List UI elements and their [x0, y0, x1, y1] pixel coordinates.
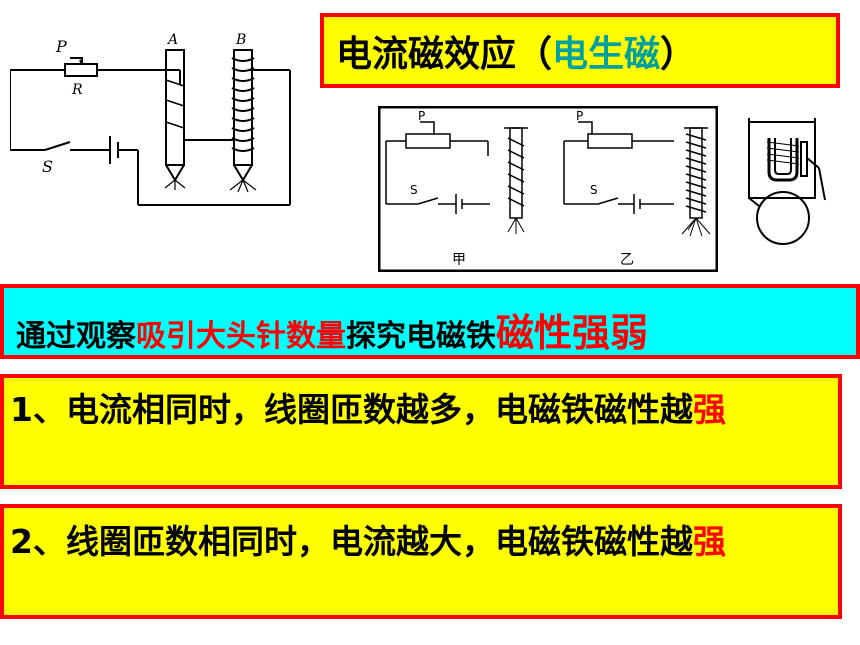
title-box: 电流磁效应（电生磁） — [320, 13, 840, 88]
circuit-diagram-left: P R S A B — [10, 32, 291, 206]
method-highlight-strength: 磁性强弱 — [496, 311, 649, 355]
circuit-diagram-middle: P S P S 甲 乙 — [378, 106, 718, 272]
method-box: 通过观察吸引大头针数量探究电磁铁磁性强弱 — [0, 284, 860, 359]
caption-jia: 甲 — [452, 252, 466, 268]
label-s1: S — [410, 183, 418, 197]
electric-bell-diagram — [748, 118, 826, 245]
title-prefix: 电流磁效应（ — [336, 34, 553, 75]
label-p: P — [55, 37, 67, 56]
label-r: R — [71, 82, 83, 98]
method-highlight-pins: 吸引大头针数量 — [136, 319, 346, 354]
rule-1-box: 1、电流相同时，线圈匝数越多，电磁铁磁性越强 — [0, 374, 842, 489]
method-prefix: 通过观察 — [16, 319, 136, 354]
title-highlight: 电生磁 — [552, 34, 661, 75]
method-middle: 探究电磁铁 — [346, 319, 496, 354]
label-p1: P — [418, 109, 425, 123]
rule-1-text: 1、电流相同时，线圈匝数越多，电磁铁磁性越 — [10, 390, 693, 429]
rule-2-highlight: 强 — [692, 522, 726, 561]
label-p2: P — [576, 109, 583, 123]
caption-yi: 乙 — [620, 252, 634, 268]
rule-1-highlight: 强 — [692, 390, 726, 429]
label-s2: S — [590, 183, 598, 197]
label-b: B — [235, 32, 246, 48]
rule-2-box: 2、线圈匝数相同时，电流越大，电磁铁磁性越强 — [0, 504, 842, 619]
title-suffix: ） — [660, 34, 697, 75]
label-a: A — [166, 32, 178, 48]
label-s: S — [42, 157, 53, 176]
rule-2-text: 2、线圈匝数相同时，电流越大，电磁铁磁性越 — [10, 522, 693, 561]
